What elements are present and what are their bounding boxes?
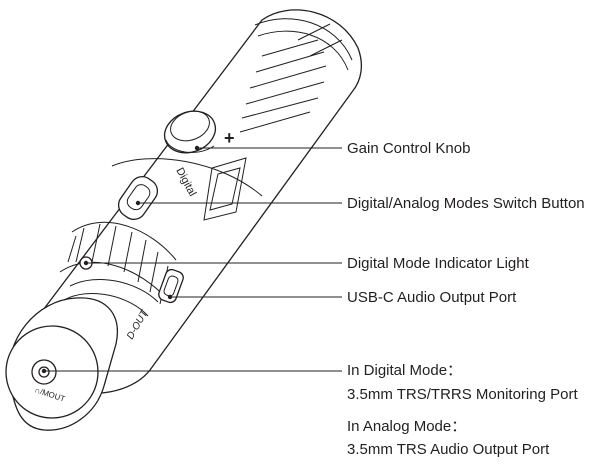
grille [239,18,353,133]
label-indicator-light: Digital Mode Indicator Light [347,255,529,272]
mode-switch [117,176,159,220]
label-usbc-port: USB-C Audio Output Port [347,289,517,306]
label-analog-mode-desc: 3.5mm TRS Audio Output Port [347,441,550,458]
label-gain-knob: Gain Control Knob [347,140,471,157]
label-analog-mode-title: In Analog Mode： [347,418,467,435]
plus-marking: + [224,128,235,148]
label-mode-switch: Digital/Analog Modes Switch Button [347,195,585,212]
label-digital-mode-desc: 3.5mm TRS/TRRS Monitoring Port [347,386,578,403]
label-digital-mode-title: In Digital Mode： [347,362,463,379]
leader-lines [41,145,342,374]
microphone-body: + Digital D-OUT ∩/MOUT [5,9,363,431]
